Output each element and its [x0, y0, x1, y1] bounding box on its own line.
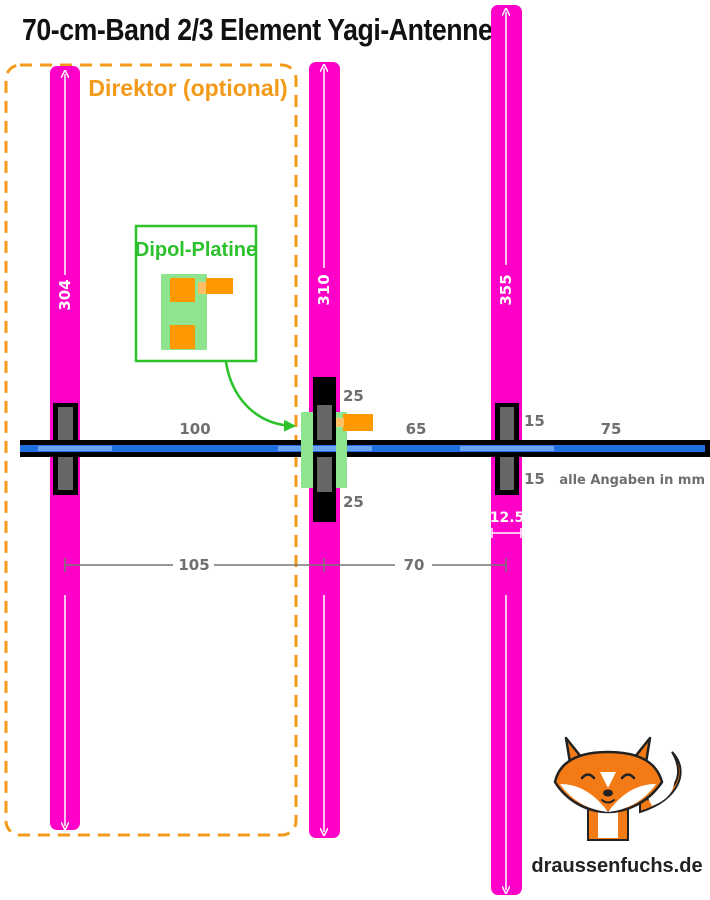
spacing-director-dipole: 105	[178, 556, 209, 574]
reflector-width-label: 12.5	[490, 510, 525, 526]
dipole-pcb-left-edge	[301, 440, 313, 457]
callout-arrow	[224, 361, 296, 432]
callout-connector-pins	[198, 282, 206, 294]
dipole-clamp-insert-bottom	[317, 457, 332, 492]
dipole-clamp-lower: 25	[343, 493, 364, 511]
boom-dist-director-dipole: 100	[179, 420, 210, 438]
callout-connector	[206, 278, 233, 294]
boom-highlight-reflector	[460, 446, 554, 451]
boom-dist-dipole-reflector: 65	[406, 420, 427, 438]
director-label: Direktor (optional)	[88, 75, 287, 101]
reflector-clamp-insert-bottom	[500, 457, 514, 490]
callout-pad-bottom	[170, 325, 195, 349]
reflector-clamp-insert-top	[500, 407, 514, 440]
dipole-pcb-right-edge	[336, 440, 347, 457]
director-clamp-insert-top	[58, 407, 73, 440]
dipole-length-label: 310	[315, 274, 333, 305]
page-title: 70-cm-Band 2/3 Element Yagi-Antenne	[22, 12, 493, 47]
director-clamp-insert-bottom	[58, 457, 73, 490]
dipole-callout-label: Dipol-Platine	[135, 239, 257, 261]
callout-pad-top	[170, 278, 195, 302]
reflector-clamp-lower: 15	[524, 470, 545, 488]
reflector-clamp-upper: 15	[524, 412, 545, 430]
boom-highlight-dipole	[278, 446, 372, 451]
fox-mascot-icon	[553, 736, 682, 841]
units-note: alle Angaben in mm	[559, 473, 705, 488]
dipole-pad	[343, 414, 373, 431]
director-length-label: 304	[56, 279, 74, 310]
logo-text: draussenfuchs.de	[531, 855, 702, 877]
director-optional-box	[4, 63, 298, 837]
dipole-clamp-insert-top	[317, 405, 332, 440]
dipole-connector	[336, 418, 344, 427]
boom-highlight-director	[38, 446, 112, 451]
reflector-length-label: 355	[497, 274, 515, 305]
boom-dist-reflector-overhang: 75	[601, 420, 622, 438]
spacing-dipole-reflector: 70	[404, 556, 425, 574]
dipole-clamp-upper: 25	[343, 387, 364, 405]
